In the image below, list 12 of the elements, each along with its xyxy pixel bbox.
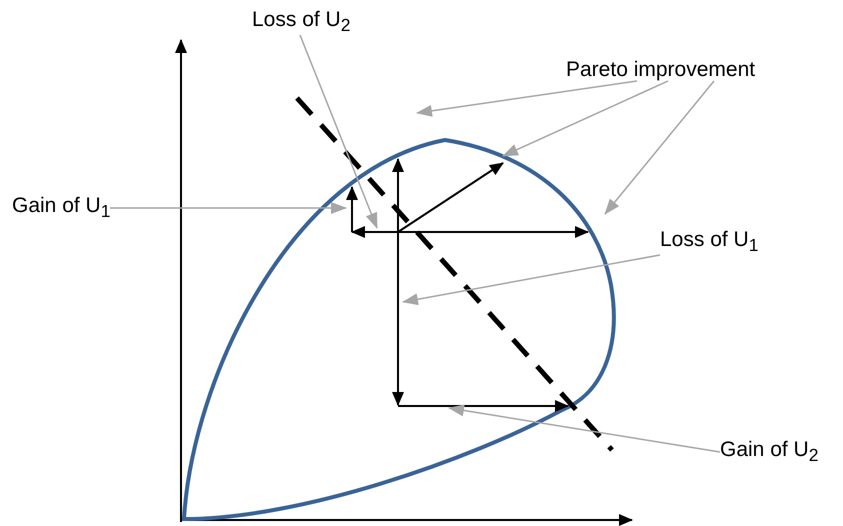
callout-label: Gain of U$_{2}$: [720, 438, 818, 466]
leader-line: [402, 254, 660, 306]
leader-line: [299, 34, 378, 229]
leader-line: [448, 404, 720, 453]
callout-label: Pareto improvement: [566, 58, 756, 82]
leader-line: [502, 80, 668, 157]
leader-line: [604, 80, 715, 215]
callout-label: Gain of U$_{1}$: [12, 194, 110, 222]
leader-line: [416, 80, 638, 117]
callout-label: Loss of U$_{1}$: [660, 228, 758, 256]
callout-label: Loss of U$_{2}$: [252, 8, 350, 36]
leader-line: [110, 202, 347, 214]
